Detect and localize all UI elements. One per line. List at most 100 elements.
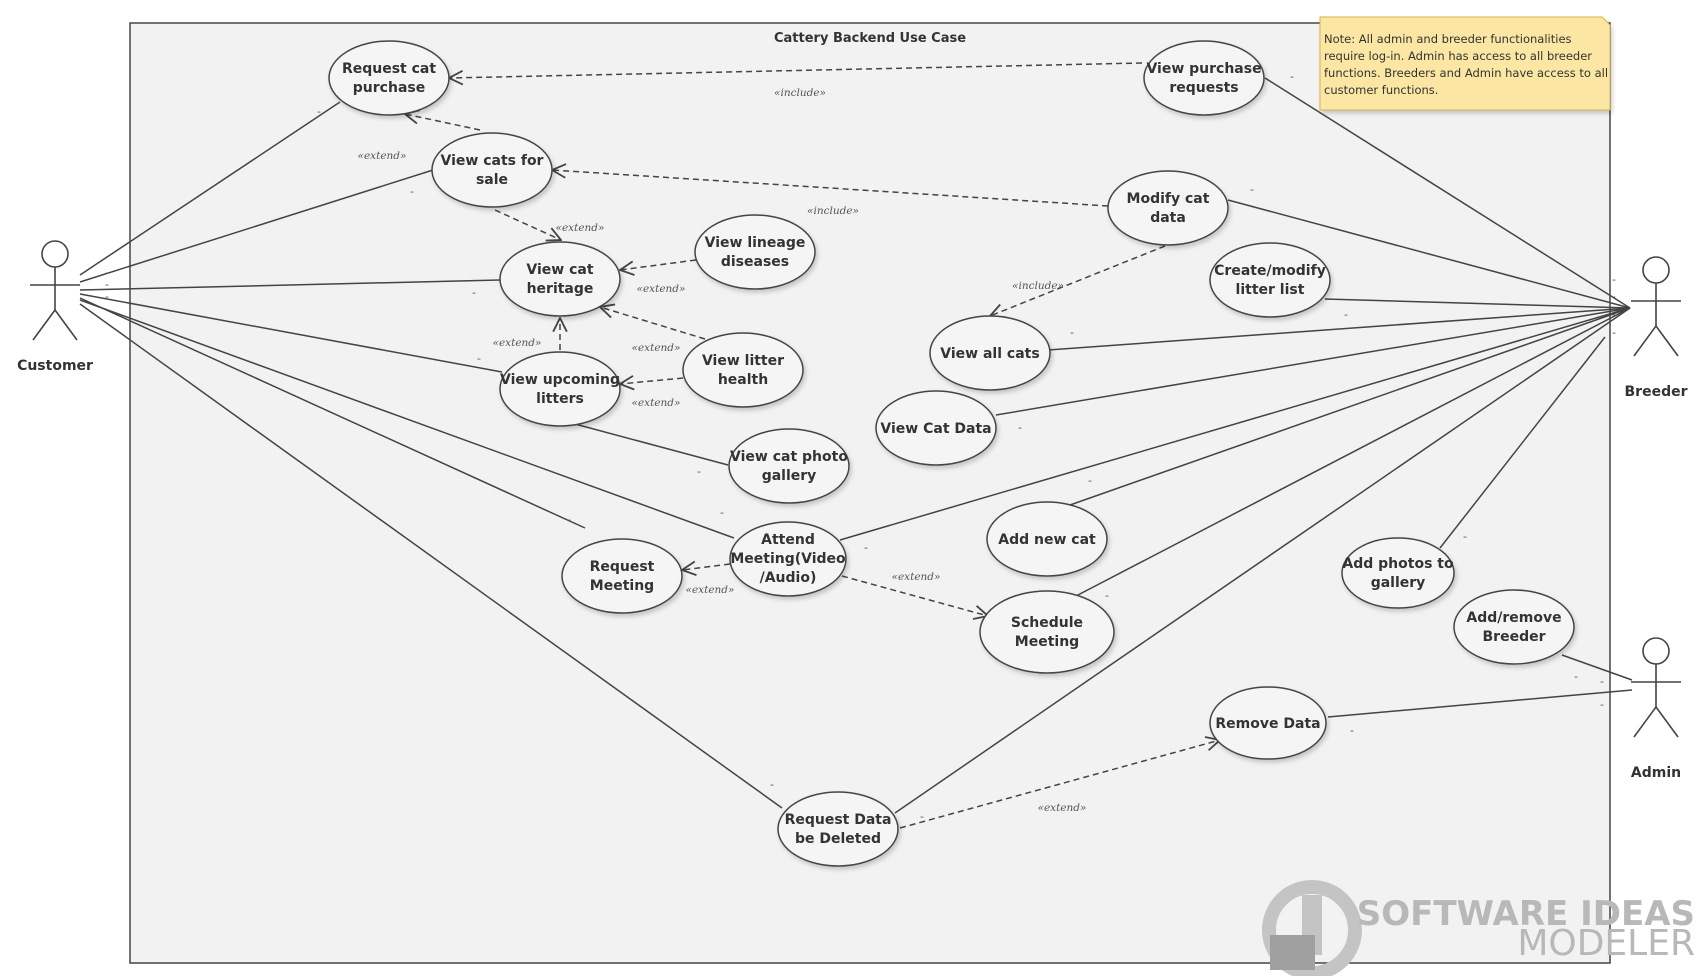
actor-leg xyxy=(1655,325,1679,357)
end-marker: - xyxy=(1600,675,1604,688)
usecase-remove-data[interactable]: Remove Data xyxy=(1209,686,1327,760)
actor-head-icon xyxy=(1642,256,1670,284)
usecase-add-photos-gallery[interactable]: Add photos to gallery xyxy=(1341,537,1455,609)
stereotype-label: «include» xyxy=(1012,280,1064,292)
end-marker: - xyxy=(1290,70,1294,83)
usecase-request-cat-purchase[interactable]: Request cat purchase xyxy=(328,40,450,116)
stereotype-label: «extend» xyxy=(632,342,681,354)
usecase-label: Meeting xyxy=(1015,634,1079,650)
watermark-subtitle: MODELER xyxy=(1517,923,1695,964)
usecase-label: View litter xyxy=(702,353,784,369)
actor-leg xyxy=(32,309,56,341)
usecase-label: Schedule xyxy=(1011,615,1083,631)
actor-leg xyxy=(1655,706,1679,738)
extend-line xyxy=(682,564,731,570)
stereotype-label: «extend» xyxy=(556,222,605,234)
end-marker: - xyxy=(472,286,476,299)
stereotype-labels: «include» «extend» «include» «extend» «e… xyxy=(358,87,1087,814)
usecase-view-all-cats[interactable]: View all cats xyxy=(929,315,1051,391)
diagram-title: Cattery Backend Use Case xyxy=(774,31,966,46)
stereotype-label: «extend» xyxy=(1038,802,1087,814)
usecase-view-cats-for-sale[interactable]: View cats for sale xyxy=(431,132,553,208)
usecase-shape xyxy=(728,428,850,504)
usecase-label: litters xyxy=(536,391,584,407)
actor-label: Customer xyxy=(17,358,93,374)
usecase-view-upcoming-litters[interactable]: View upcoming litters xyxy=(499,351,621,427)
end-marker: - xyxy=(105,290,109,303)
usecase-schedule-meeting[interactable]: Schedule Meeting xyxy=(979,590,1115,674)
note-line: Note: All admin and breeder functionalit… xyxy=(1324,32,1572,46)
actor-customer[interactable] xyxy=(30,240,80,341)
usecase-label: requests xyxy=(1169,80,1238,96)
association-line xyxy=(894,307,1631,814)
usecase-label: Remove Data xyxy=(1215,716,1320,732)
stereotype-label: «extend» xyxy=(686,584,735,596)
usecase-label: Meeting(Video xyxy=(730,551,846,567)
usecase-shape xyxy=(1107,170,1229,246)
usecase-label: health xyxy=(718,372,768,388)
usecase-view-cat-heritage[interactable]: View cat heritage xyxy=(499,241,621,317)
association-line xyxy=(574,423,729,466)
end-marker: - xyxy=(1463,530,1467,543)
usecase-label: Modify cat xyxy=(1127,191,1210,207)
note-line: customer functions. xyxy=(1324,83,1438,97)
usecase-view-cat-photo-gallery[interactable]: View cat photo gallery xyxy=(728,428,850,504)
usecase-shape xyxy=(328,40,450,116)
end-marker: - xyxy=(1612,273,1616,286)
usecase-request-meeting[interactable]: Request Meeting xyxy=(561,538,683,614)
association-line xyxy=(1561,654,1633,681)
usecase-label: gallery xyxy=(1371,575,1426,591)
actor-admin[interactable] xyxy=(1631,637,1681,738)
usecase-attend-meeting[interactable]: Attend Meeting(Video /Audio) xyxy=(729,521,847,597)
usecase-shape xyxy=(875,390,997,466)
actor-leg xyxy=(1633,706,1657,738)
usecase-shape xyxy=(499,351,621,427)
note: Note: All admin and breeder functionalit… xyxy=(1319,16,1611,111)
association-line xyxy=(1047,307,1631,351)
end-marker: - xyxy=(1105,589,1109,602)
extend-line xyxy=(405,114,481,131)
usecase-shape xyxy=(1209,242,1331,318)
actor-head-icon xyxy=(41,240,69,268)
stereotype-label: «extend» xyxy=(632,397,681,409)
end-marker: - xyxy=(477,352,481,365)
association-line xyxy=(79,169,434,283)
usecase-view-purchase-requests[interactable]: View purchase requests xyxy=(1143,40,1265,116)
extend-line xyxy=(899,740,1220,829)
usecase-label: purchase xyxy=(353,80,425,96)
usecase-shape xyxy=(979,590,1115,674)
end-marker: - xyxy=(317,105,321,118)
usecase-modify-cat-data[interactable]: Modify cat data xyxy=(1107,170,1229,246)
end-marker: - xyxy=(1070,326,1074,339)
actor-leg xyxy=(1633,325,1657,357)
usecase-label: View cats for xyxy=(441,153,544,169)
note-line: require log-in. Admin has access to all … xyxy=(1324,49,1592,63)
end-marker: - xyxy=(1344,308,1348,321)
usecase-view-litter-health[interactable]: View litter health xyxy=(682,332,804,408)
association-line xyxy=(79,303,783,809)
usecase-shape xyxy=(561,538,683,614)
usecase-label: gallery xyxy=(762,468,817,484)
end-marker: - xyxy=(1250,183,1254,196)
usecase-label: Add photos to xyxy=(1342,556,1454,572)
usecase-label: View all cats xyxy=(940,346,1039,362)
stereotype-label: «include» xyxy=(807,205,859,217)
end-marker: - xyxy=(697,465,701,478)
usecase-label: litter list xyxy=(1236,282,1305,298)
usecase-shape xyxy=(1209,686,1327,760)
usecase-shape xyxy=(694,214,816,290)
usecase-shape xyxy=(1143,40,1265,116)
usecase-add-remove-breeder[interactable]: Add/remove Breeder xyxy=(1453,589,1575,665)
usecase-view-cat-data[interactable]: View Cat Data xyxy=(875,390,997,466)
actor-breeder[interactable] xyxy=(1631,256,1681,357)
association-line xyxy=(1327,689,1633,718)
usecase-add-new-cat[interactable]: Add new cat xyxy=(986,501,1108,577)
usecase-request-data-deleted[interactable]: Request Data be Deleted xyxy=(777,791,899,867)
usecase-label: Breeder xyxy=(1483,629,1546,645)
usecase-view-lineage-diseases[interactable]: View lineage diseases xyxy=(694,214,816,290)
extend-line xyxy=(620,378,684,384)
note-shape xyxy=(1319,16,1611,111)
association-line xyxy=(79,293,503,373)
usecase-create-modify-litter-list[interactable]: Create/modify litter list xyxy=(1209,242,1331,318)
stereotype-label: «extend» xyxy=(892,571,941,583)
